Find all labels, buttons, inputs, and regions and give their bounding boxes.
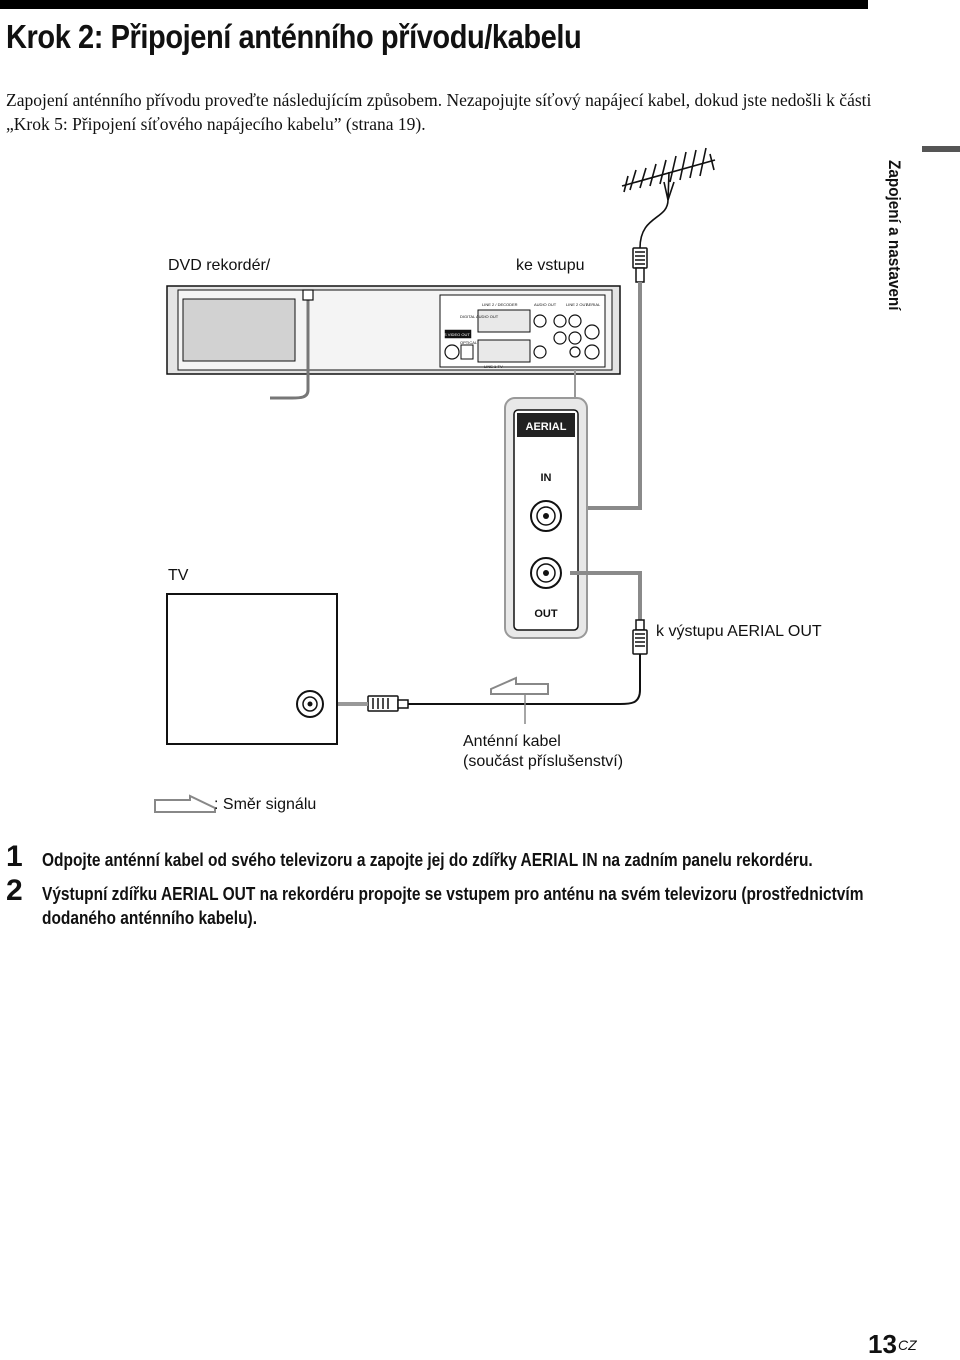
top-rule — [0, 0, 868, 9]
rear-label-line2-out: LINE 2 OUT — [566, 302, 588, 307]
step-number: 1 — [6, 840, 23, 873]
rear-label-aerial: AERIAL — [586, 302, 601, 307]
rear-label-line1: LINE 1-TV — [484, 364, 503, 369]
signal-direction-arrow-icon — [490, 676, 549, 695]
rear-label-audio-out: AUDIO OUT — [534, 302, 557, 307]
label-tv: TV — [168, 567, 189, 584]
step-text: Odpojte anténní kabel od svého televizor… — [42, 850, 813, 870]
dvd-recorder-rear — [166, 285, 621, 375]
step-number: 2 — [6, 874, 23, 907]
aerial-out-plug-icon — [632, 619, 648, 655]
aerial-out-cable — [570, 571, 642, 620]
aerial-panel-zoom — [504, 397, 588, 639]
rear-panel-labels: LINE 2 / DECODER AUDIO OUT LINE 2 OUT AE… — [444, 302, 601, 369]
step-text: Výstupní zdířku AERIAL OUT na rekordéru … — [42, 884, 864, 928]
label-dvd-recorder: DVD rekordér/ — [168, 257, 271, 274]
page-title: Krok 2: Připojení anténního přívodu/kabe… — [6, 18, 582, 55]
panel-out-label: OUT — [534, 608, 558, 620]
intro-paragraph: Zapojení anténního přívodu proveďte násl… — [6, 90, 872, 134]
section-side-label: Zapojení a nastavení — [885, 160, 904, 311]
antenna-plug-icon — [632, 247, 648, 283]
rear-label-digital: DIGITAL AUDIO OUT — [460, 314, 499, 319]
label-cable: Anténní kabel — [463, 733, 561, 750]
legend-arrow-icon — [154, 794, 216, 813]
tv-plug-icon — [367, 695, 409, 712]
page-language-suffix: CZ — [898, 1337, 917, 1353]
step-1: 1 Odpojte anténní kabel od svého televiz… — [6, 840, 886, 873]
connection-diagram: LINE 2 / DECODER AUDIO OUT LINE 2 OUT AE… — [154, 147, 716, 813]
panel-aerial-title: AERIAL — [526, 421, 567, 433]
power-cord — [270, 296, 310, 400]
panel-in-label: IN — [541, 472, 552, 484]
rear-label-line2: LINE 2 / DECODER — [482, 302, 518, 307]
label-cable-accessory: (součást příslušenství) — [463, 753, 624, 770]
antenna-cable — [570, 282, 642, 510]
page-number: 13 — [868, 1329, 897, 1359]
tv-set — [166, 593, 338, 745]
step-2: 2 Výstupní zdířku AERIAL OUT na rekordér… — [6, 874, 886, 930]
antenna-icon — [621, 147, 716, 249]
side-rule — [922, 146, 960, 152]
rear-label-svideo: S VIDEO OUT — [444, 332, 470, 337]
label-ke-vstupu: ke vstupu — [516, 257, 585, 274]
legend-signal-direction: : Směr signálu — [214, 796, 317, 813]
instruction-steps: 1 Odpojte anténní kabel od svého televiz… — [6, 840, 886, 940]
rear-label-optical: OPTICAL — [460, 340, 478, 345]
label-aerial-out: k výstupu AERIAL OUT — [656, 623, 822, 640]
